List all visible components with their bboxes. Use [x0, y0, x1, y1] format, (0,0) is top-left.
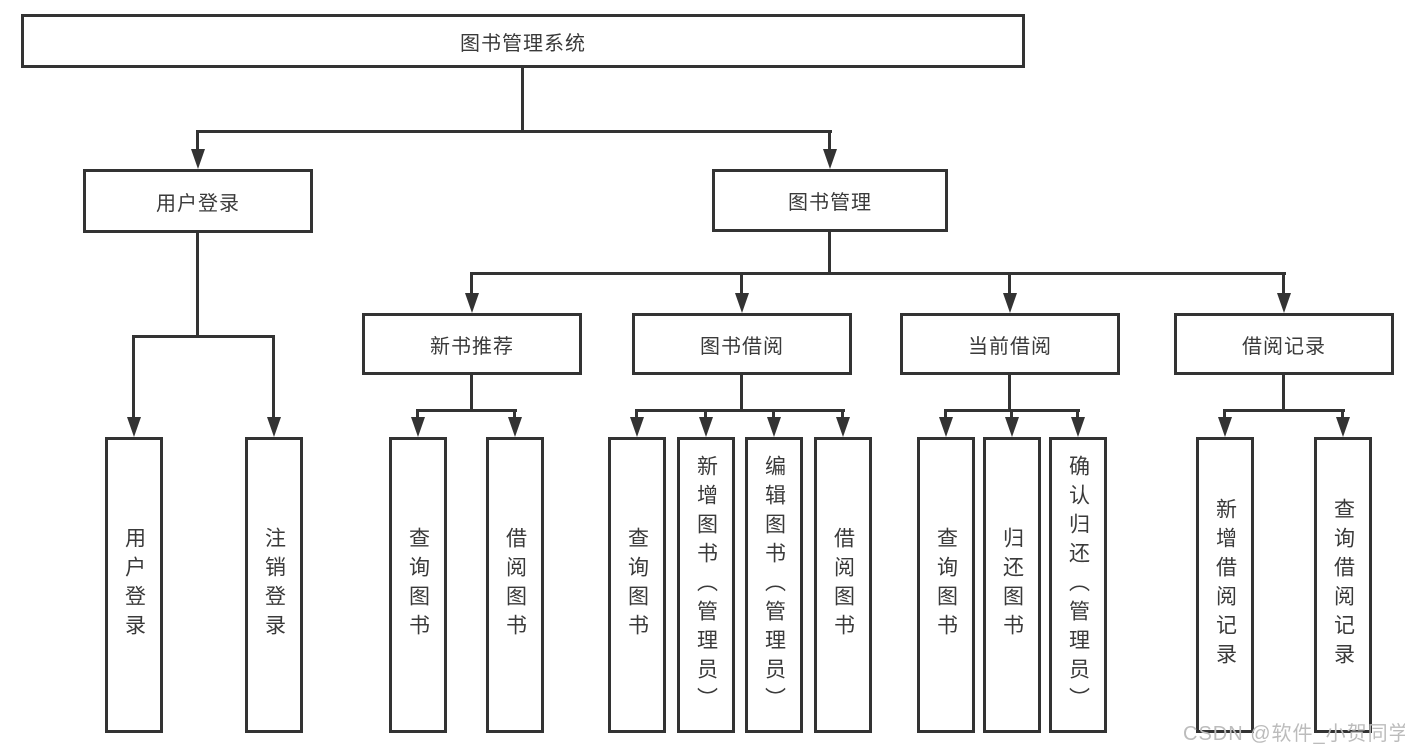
connector-line	[416, 409, 419, 419]
connector-line	[132, 335, 275, 338]
connector-line	[1282, 272, 1285, 295]
node-new-book-recommend: 新书推荐	[362, 313, 582, 375]
connector-line	[944, 409, 947, 419]
arrow-down-icon	[1218, 417, 1232, 437]
leaf-borrow-book-borrowing: 借阅图书	[814, 437, 872, 733]
leaf-user-login: 用户登录	[105, 437, 163, 733]
connector-line	[1008, 272, 1011, 295]
arrow-down-icon	[1071, 417, 1085, 437]
node-borrowing-records: 借阅记录	[1174, 313, 1394, 375]
arrow-down-icon	[508, 417, 522, 437]
node-book-management: 图书管理	[712, 169, 948, 232]
leaf-query-book-recommend: 查询图书	[389, 437, 447, 733]
connector-line	[196, 130, 199, 149]
leaf-borrow-book-recommend: 借阅图书	[486, 437, 544, 733]
arrow-down-icon	[1336, 417, 1350, 437]
node-root-system: 图书管理系统	[21, 14, 1025, 68]
leaf-edit-book-admin: 编辑图书（管理员）	[745, 437, 803, 733]
arrow-down-icon	[836, 417, 850, 437]
connector-line	[635, 409, 638, 419]
arrow-down-icon	[1005, 417, 1019, 437]
connector-line	[1282, 375, 1285, 409]
arrow-down-icon	[823, 149, 837, 169]
node-user-login: 用户登录	[83, 169, 313, 233]
leaf-query-book-borrowing: 查询图书	[608, 437, 666, 733]
connector-line	[196, 233, 199, 335]
connector-line	[1008, 375, 1011, 409]
leaf-logout: 注销登录	[245, 437, 303, 733]
connector-line	[740, 272, 743, 295]
connector-line	[772, 409, 775, 419]
leaf-add-borrow-record: 新增借阅记录	[1196, 437, 1254, 733]
arrow-down-icon	[465, 293, 479, 313]
leaf-query-book-current: 查询图书	[917, 437, 975, 733]
connector-line	[1341, 409, 1344, 419]
arrow-down-icon	[939, 417, 953, 437]
connector-line	[828, 232, 831, 272]
node-book-borrowing: 图书借阅	[632, 313, 852, 375]
arrow-down-icon	[191, 149, 205, 169]
connector-line	[1010, 409, 1013, 419]
arrow-down-icon	[699, 417, 713, 437]
connector-line	[132, 335, 135, 419]
connector-line	[521, 68, 524, 130]
leaf-query-borrow-record: 查询借阅记录	[1314, 437, 1372, 733]
arrow-down-icon	[630, 417, 644, 437]
leaf-add-book-admin: 新增图书（管理员）	[677, 437, 735, 733]
connector-line	[740, 375, 743, 409]
connector-line	[828, 130, 831, 149]
connector-line	[470, 375, 473, 409]
connector-line	[841, 409, 844, 419]
arrow-down-icon	[767, 417, 781, 437]
connector-line	[1223, 409, 1345, 412]
csdn-watermark: CSDN @软件_小贺同学	[1183, 723, 1405, 745]
arrow-down-icon	[1277, 293, 1291, 313]
connector-line	[470, 272, 1286, 275]
node-current-borrowing: 当前借阅	[900, 313, 1120, 375]
connector-line	[196, 130, 832, 133]
connector-line	[272, 335, 275, 419]
connector-line	[513, 409, 516, 419]
arrow-down-icon	[127, 417, 141, 437]
connector-line	[1223, 409, 1226, 419]
connector-line	[470, 272, 473, 295]
connector-line	[704, 409, 707, 419]
arrow-down-icon	[1003, 293, 1017, 313]
connector-line	[416, 409, 517, 412]
leaf-return-book: 归还图书	[983, 437, 1041, 733]
arrow-down-icon	[267, 417, 281, 437]
arrow-down-icon	[411, 417, 425, 437]
connector-line	[635, 409, 845, 412]
leaf-confirm-return-admin: 确认归还（管理员）	[1049, 437, 1107, 733]
connector-line	[1076, 409, 1079, 419]
arrow-down-icon	[735, 293, 749, 313]
